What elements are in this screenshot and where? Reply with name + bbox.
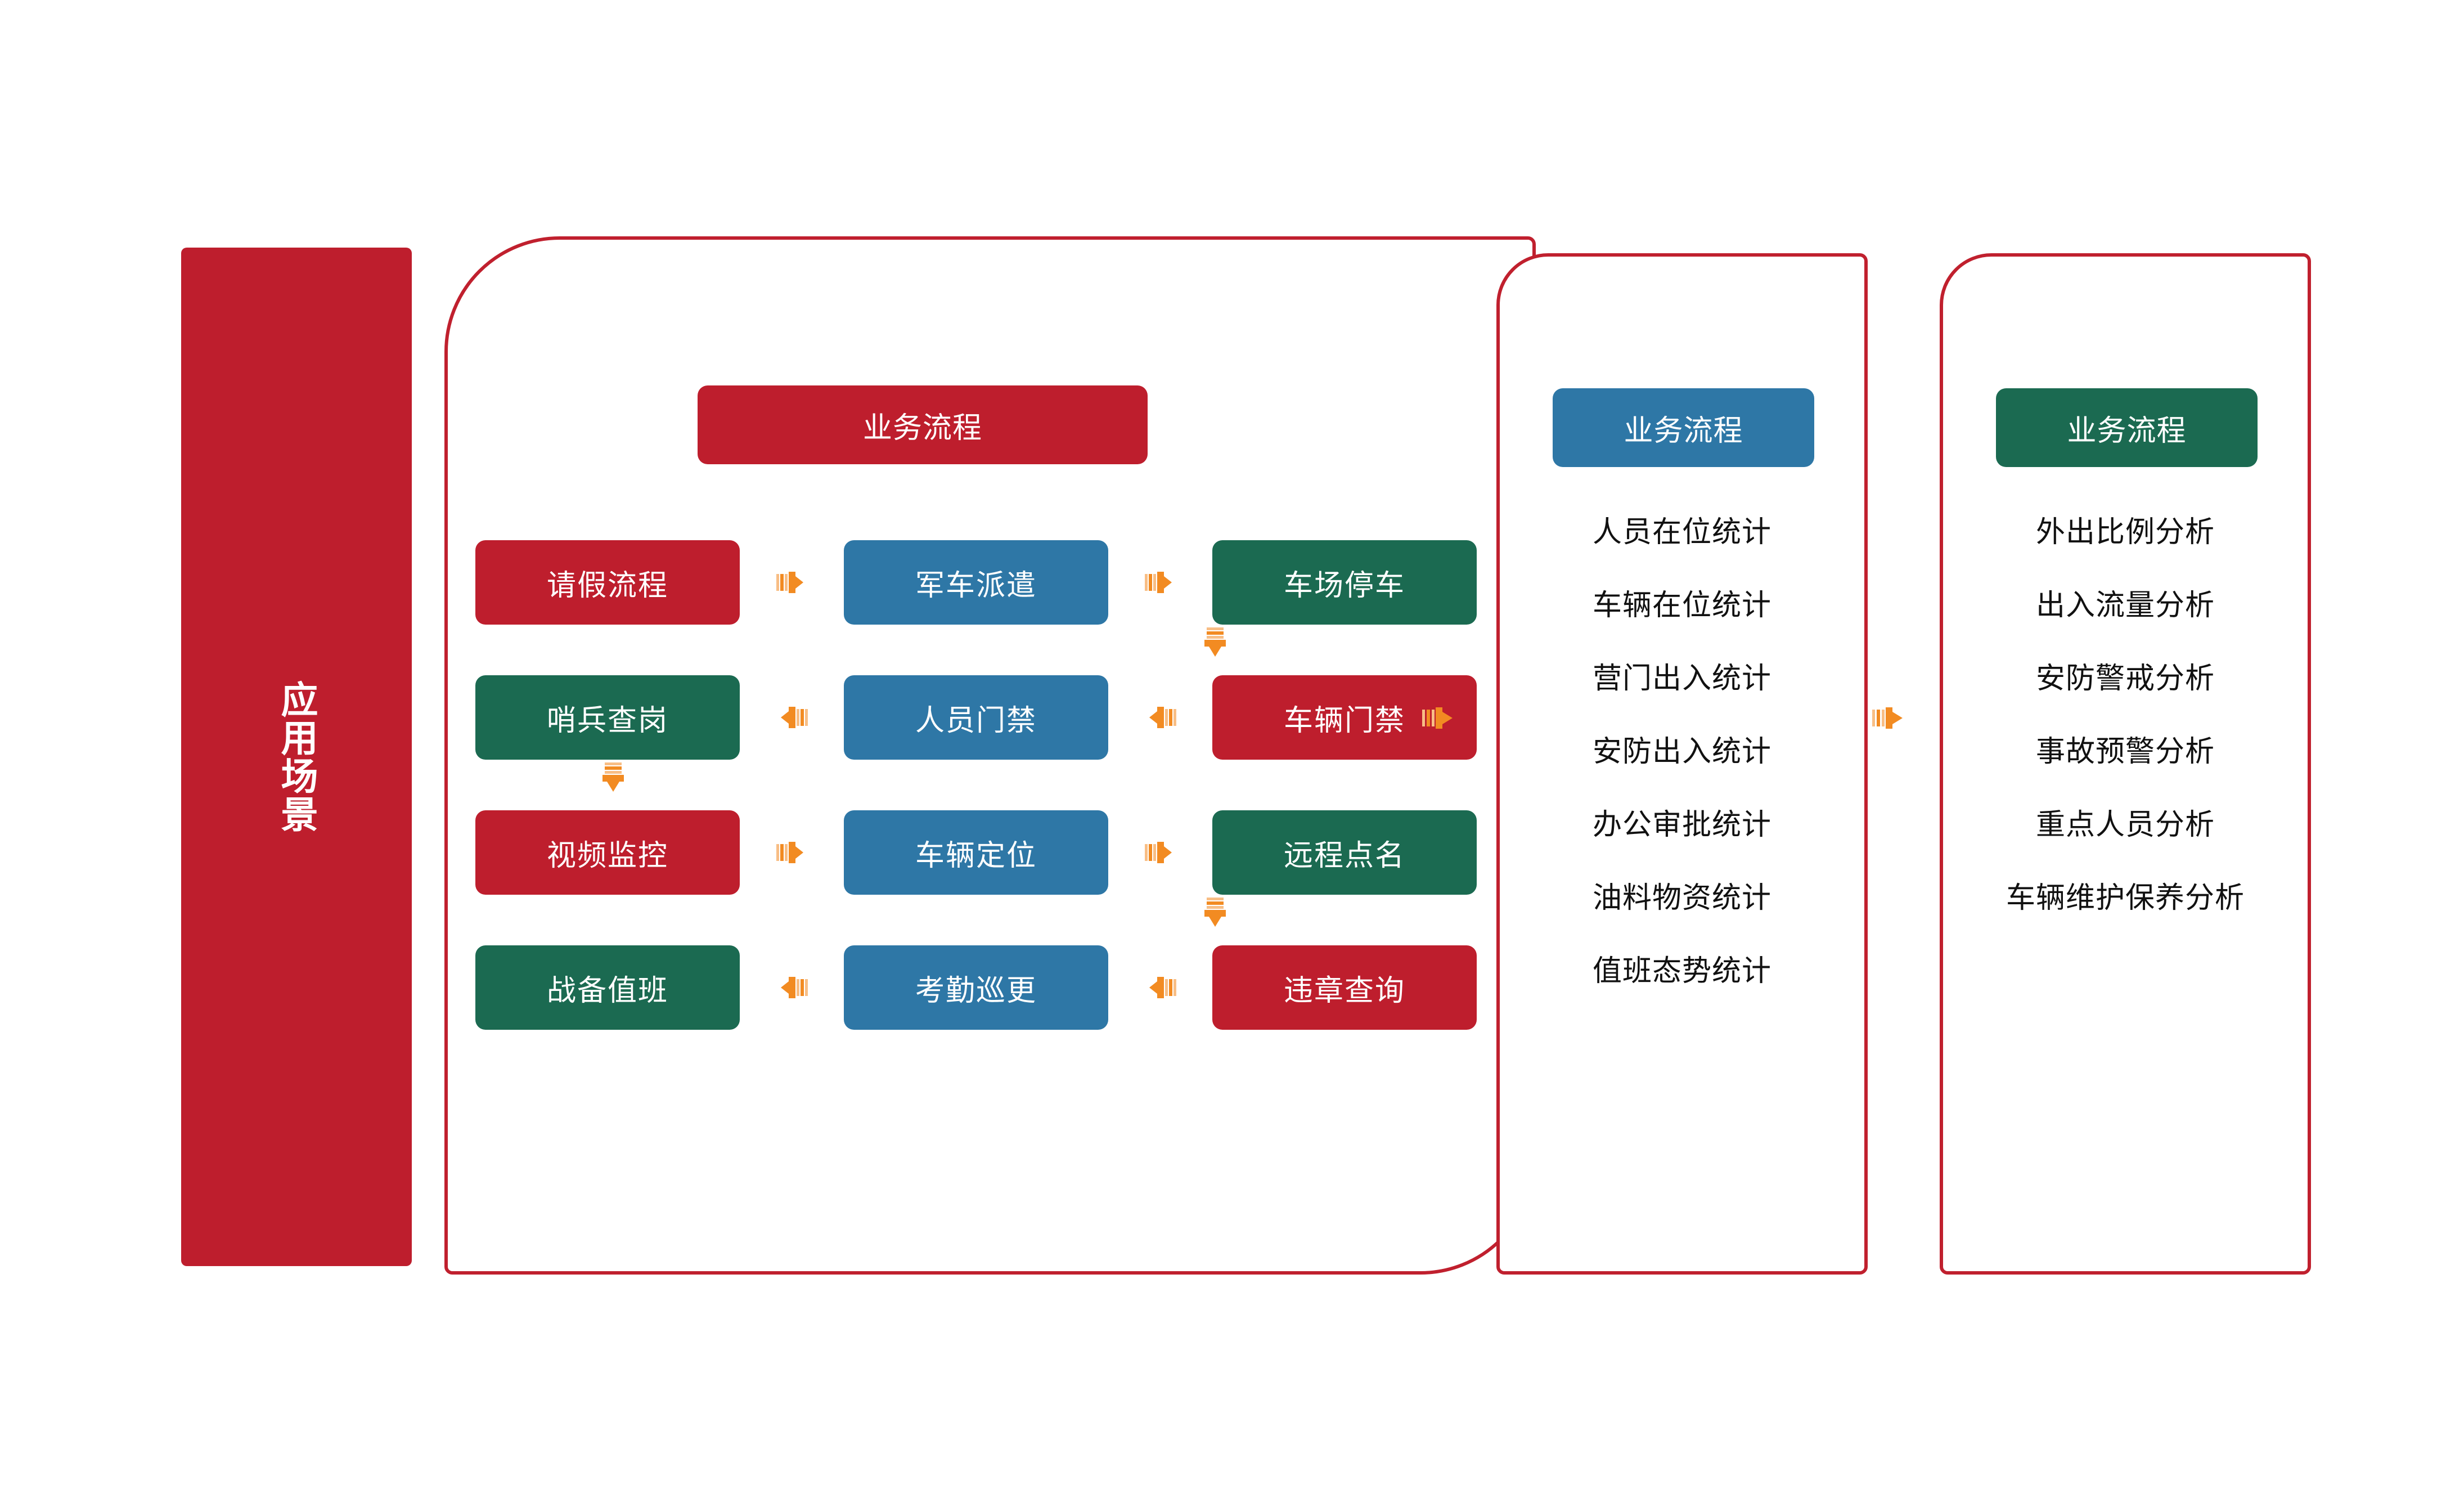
vertical-connector-slot — [1200, 627, 1230, 662]
statistics-list: 人员在位统计 车辆在位统计 营门出入统计 安防出入统计 办公审批统计 油料物资统… — [1496, 518, 1868, 1030]
arrow-left-icon — [780, 977, 808, 998]
main-panel-header: 业务流程 — [698, 385, 1148, 464]
connector-slot — [1108, 675, 1212, 760]
list-item[interactable]: 重点人员分析 — [2035, 808, 2215, 842]
arrow-left-icon — [1149, 977, 1176, 998]
flow-box-shipinjiankong[interactable]: 视频监控 — [475, 810, 740, 895]
flow-box-cheliangdingwei[interactable]: 车辆定位 — [844, 810, 1108, 895]
arrow-right-icon — [1144, 842, 1172, 863]
flow-box-renyuanmenjin[interactable]: 人员门禁 — [844, 675, 1108, 760]
connector-slot — [740, 945, 844, 1030]
list-item[interactable]: 车辆在位统计 — [1592, 589, 1771, 622]
arrow-right-icon — [1872, 707, 1903, 729]
application-scenario-label: 应用场景 — [275, 680, 318, 833]
vertical-connector-slot — [1200, 898, 1230, 932]
arrow-right-icon — [1422, 707, 1453, 729]
flow-box-shaobingchagang[interactable]: 哨兵查岗 — [475, 675, 740, 760]
list-item[interactable]: 事故预警分析 — [2035, 735, 2215, 769]
flow-row: 哨兵查岗 人员门禁 车辆门禁 — [475, 672, 1477, 762]
arrow-left-icon — [1149, 707, 1176, 728]
flow-box-junchepaiqian[interactable]: 军车派遣 — [844, 540, 1108, 625]
stats-panel-header: 业务流程 — [1553, 388, 1814, 467]
list-item[interactable]: 办公审批统计 — [1592, 808, 1771, 842]
arrow-down-icon — [1204, 627, 1226, 657]
flow-box-zhanbeizhiban[interactable]: 战备值班 — [475, 945, 740, 1030]
connector-slot — [740, 810, 844, 895]
connector-slot — [740, 675, 844, 760]
connector-slot — [1108, 540, 1212, 625]
arrow-right-icon — [776, 842, 803, 863]
list-item[interactable]: 安防警戒分析 — [2035, 662, 2215, 696]
vertical-connector-slot — [598, 762, 628, 797]
flow-box-yuanchengdianming[interactable]: 远程点名 — [1212, 810, 1477, 895]
list-item[interactable]: 车辆维护保养分析 — [2006, 881, 2245, 915]
connector-slot — [1108, 945, 1212, 1030]
arrow-left-icon — [780, 707, 808, 728]
arrow-down-icon — [1204, 898, 1226, 927]
flow-row: 战备值班 考勤巡更 违章查询 — [475, 943, 1477, 1033]
process-flow-grid: 请假流程 军车派遣 车场停车 — [475, 537, 1477, 1100]
flow-row: 请假流程 军车派遣 车场停车 — [475, 537, 1477, 627]
connector-slot — [740, 540, 844, 625]
analysis-panel-header: 业务流程 — [1996, 388, 2258, 467]
arrow-right-icon — [776, 572, 803, 593]
list-item[interactable]: 营门出入统计 — [1592, 662, 1771, 696]
list-item[interactable]: 值班态势统计 — [1592, 954, 1771, 988]
connector-slot — [1108, 810, 1212, 895]
flow-row: 视频监控 车辆定位 远程点名 — [475, 807, 1477, 898]
list-item[interactable]: 出入流量分析 — [2035, 589, 2215, 622]
flow-box-weizhangchaxun[interactable]: 违章查询 — [1212, 945, 1477, 1030]
flow-box-kaoqinxungeng[interactable]: 考勤巡更 — [844, 945, 1108, 1030]
arrow-down-icon — [602, 762, 624, 792]
flow-box-qingjialiucheng[interactable]: 请假流程 — [475, 540, 740, 625]
arrow-right-icon — [1144, 572, 1172, 593]
application-scenario-bar: 应用场景 — [181, 248, 412, 1266]
list-item[interactable]: 安防出入统计 — [1592, 735, 1771, 769]
list-item[interactable]: 油料物资统计 — [1592, 881, 1771, 915]
list-item[interactable]: 外出比例分析 — [2035, 515, 2215, 549]
list-item[interactable]: 人员在位统计 — [1592, 515, 1771, 549]
analysis-list: 外出比例分析 出入流量分析 安防警戒分析 事故预警分析 重点人员分析 车辆维护保… — [1940, 518, 2311, 957]
flow-box-chechangtingche[interactable]: 车场停车 — [1212, 540, 1477, 625]
